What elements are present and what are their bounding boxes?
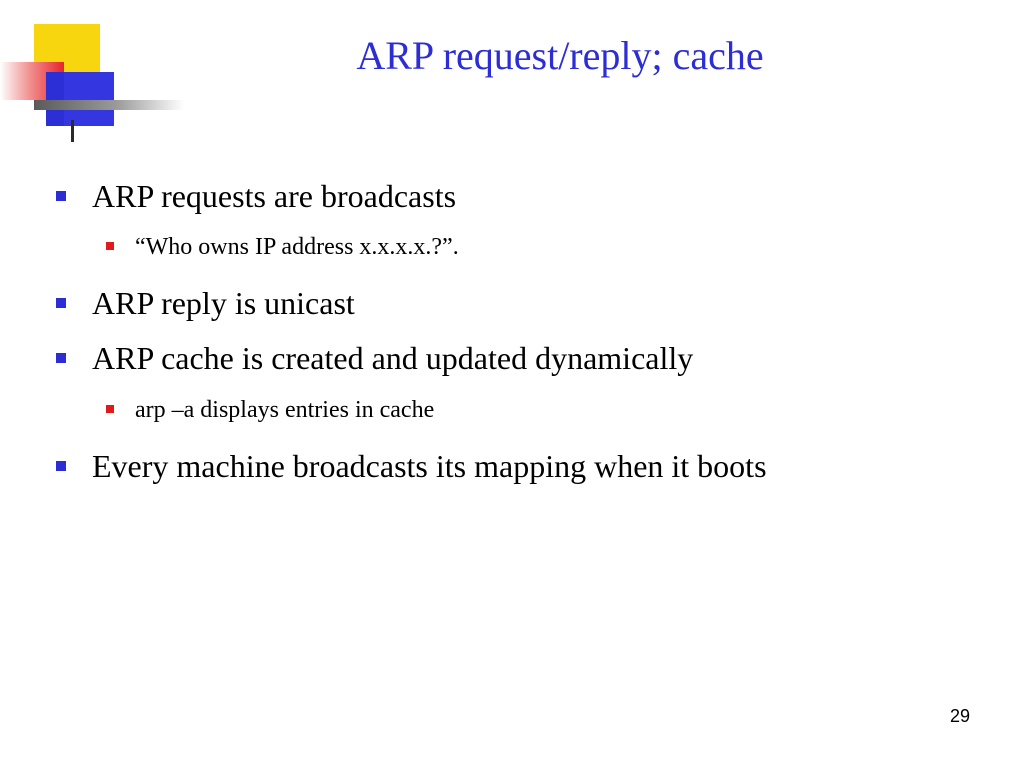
- bullet-marker-level1: [56, 298, 66, 308]
- bullet-marker-level2: [106, 242, 114, 250]
- bullet-item: ARP reply is unicast: [92, 285, 355, 321]
- bullet-marker-level1: [56, 461, 66, 471]
- bullet-item: ARP requests are broadcasts: [92, 178, 457, 214]
- slide-title: ARP request/reply; cache: [356, 33, 764, 78]
- corner-logo: [0, 0, 200, 150]
- bullet-marker-level2: [106, 405, 114, 413]
- sub-bullet-item: arp –a displays entries in cache: [135, 397, 435, 423]
- bullet-item: Every machine broadcasts its mapping whe…: [92, 448, 767, 484]
- logo-tick: [71, 120, 74, 142]
- logo-grey-bar: [34, 100, 184, 110]
- sub-bullet-item: “Who owns IP address x.x.x.x.?”.: [135, 234, 459, 260]
- bullet-item: ARP cache is created and updated dynamic…: [92, 340, 694, 376]
- bullet-marker-level1: [56, 191, 66, 201]
- logo-blue-square: [64, 72, 114, 126]
- page-number: 29: [949, 706, 970, 726]
- logo-blue-square-left: [46, 72, 64, 126]
- bullet-marker-level1: [56, 353, 66, 363]
